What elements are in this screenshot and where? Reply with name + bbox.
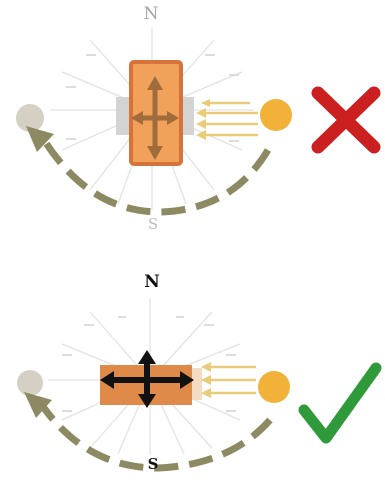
top-diagram [16,28,381,216]
sun-rays [196,99,258,140]
incorrect-orientation-panel: N S [0,0,385,245]
correct-orientation-panel: N S [0,250,385,502]
sun-rays [201,362,256,398]
sun-path-arrowhead [26,126,54,152]
check-icon [298,362,382,444]
sunset-disc-icon [16,104,44,132]
cross-icon [311,86,381,154]
sun-path-arc [41,138,272,216]
south-label: S [147,215,159,233]
compass-tick-marks [66,54,239,142]
south-label: S [147,455,159,473]
move-arrows-black [100,350,194,408]
sunset-disc-icon [17,370,43,396]
sun-icon [258,371,290,403]
sun-path-arc [41,405,273,472]
sun-icon [260,99,292,131]
north-label: N [144,272,160,292]
north-label: N [143,4,159,24]
sun-path-arrowhead [24,392,52,418]
compass-tick-marks [62,316,236,412]
move-arrows-brown [131,76,179,160]
bottom-diagram [17,298,382,472]
